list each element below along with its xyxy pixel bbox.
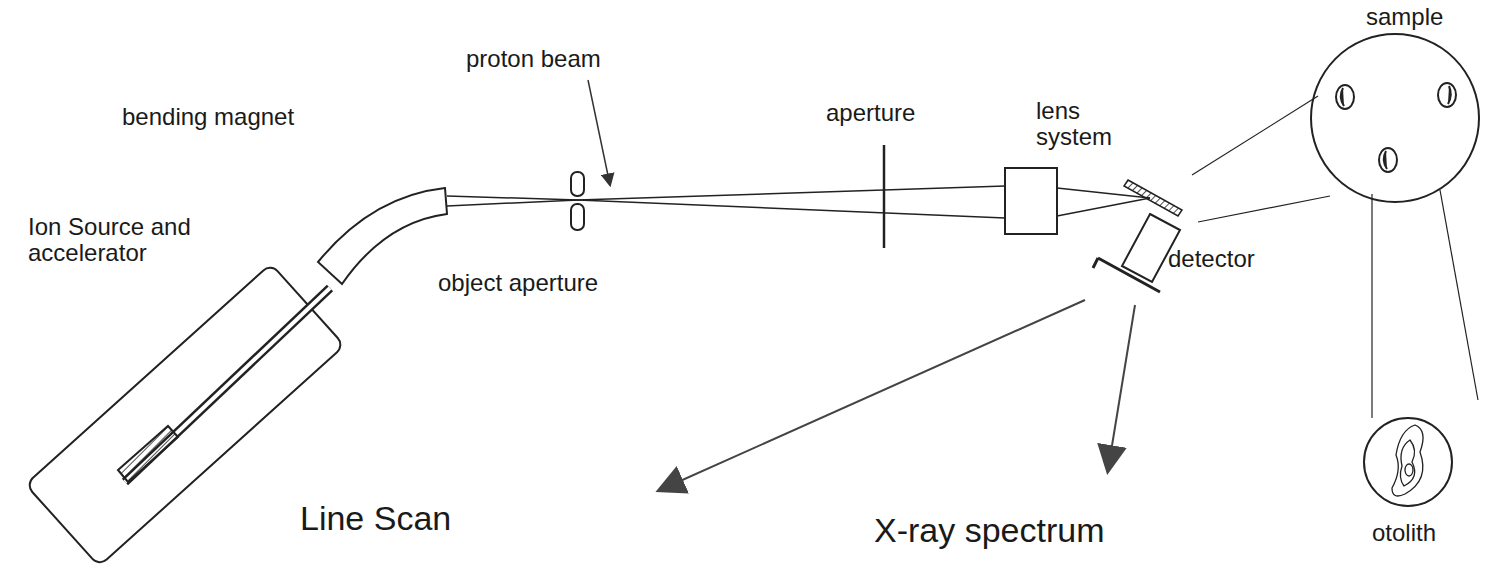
detector-base (1098, 258, 1160, 292)
part-label: otolith (1372, 520, 1436, 546)
leader-line (1371, 194, 1372, 418)
aperture-plate (883, 145, 886, 248)
part-label: Ion Source and accelerator (28, 214, 208, 266)
part-label: object aperture (438, 270, 598, 296)
lens-box (1005, 168, 1057, 234)
part-label: aperture (826, 100, 915, 126)
otolith-disc (1364, 418, 1452, 506)
part-label: sample (1366, 4, 1443, 30)
sample-disc (1311, 34, 1479, 202)
sample-plate (1124, 180, 1182, 216)
ion-source-hatch (118, 426, 178, 482)
beam-line (447, 196, 578, 200)
beam-line (578, 200, 1005, 218)
part-label: X-ray spectrum (874, 512, 1105, 549)
leader-line (1192, 96, 1318, 175)
output-arrow (660, 300, 1085, 490)
part-label: bending magnet (122, 104, 294, 130)
pointer-arrow (588, 80, 610, 185)
part-label: Line Scan (300, 500, 451, 537)
output-arrow (1108, 305, 1135, 470)
ion-source-box (26, 264, 345, 567)
otolith-slice (1336, 83, 1456, 172)
object-aperture-jaw (571, 172, 584, 196)
beam-line (447, 200, 578, 206)
part-label: proton beam (466, 46, 601, 72)
detector-base (1093, 258, 1098, 268)
part-label: lens system (1036, 98, 1116, 150)
beam-line (1057, 198, 1150, 216)
beam-line (578, 186, 1005, 200)
object-aperture-jaw (571, 204, 584, 230)
leader-line (1198, 196, 1330, 222)
otolith-drawing (1392, 425, 1423, 496)
leader-line (1440, 190, 1478, 400)
bending-magnet (318, 188, 447, 284)
part-label: detector (1168, 246, 1255, 272)
